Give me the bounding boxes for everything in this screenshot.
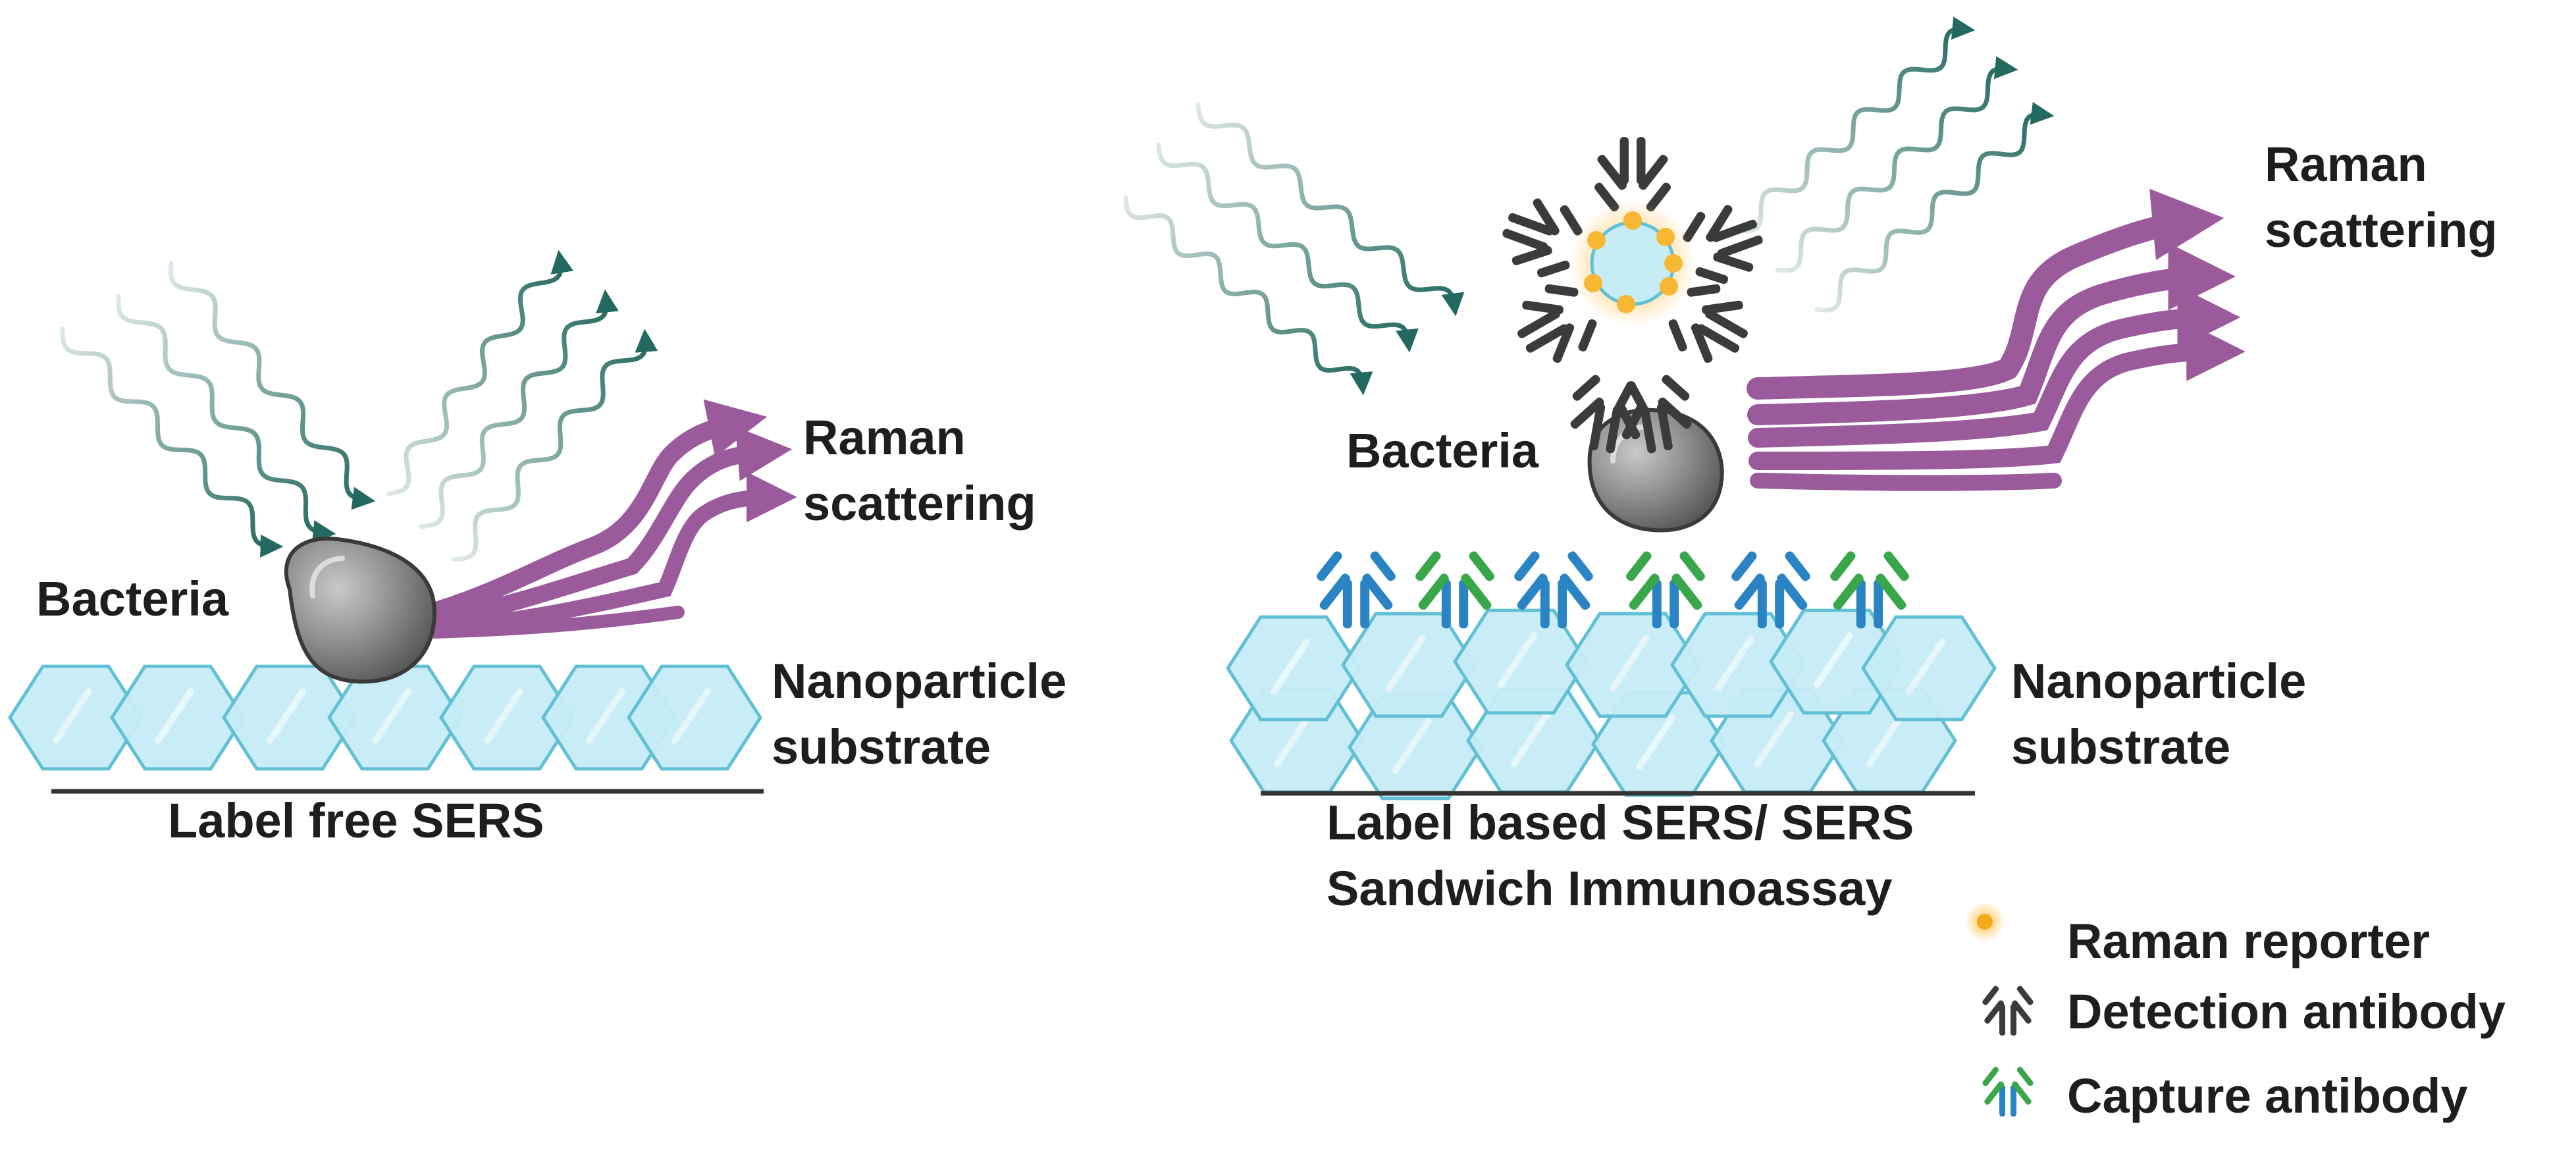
- detection-antibody-right-lower: [1668, 284, 1748, 363]
- right-caption-line1: Label based SERS/ SERS: [1327, 795, 1914, 850]
- raman-reporter-dot-5: [1617, 295, 1635, 313]
- raman-reporter-dot-4: [1623, 211, 1642, 230]
- left-hexagon-6: [627, 664, 762, 771]
- capture-antibody-4: [1731, 551, 1810, 629]
- right-substrate-label-line2: substrate: [2011, 720, 2230, 774]
- capture-antibody-5: [1830, 551, 1909, 629]
- right-substrate-label-line1: Nanoparticle: [2011, 654, 2306, 708]
- left-caption: Label free SERS: [168, 793, 544, 848]
- right-hexagon-12: [1861, 615, 1997, 722]
- left-hexagon-0: [8, 664, 144, 771]
- left-raman-arrows: [412, 399, 797, 639]
- right-bacteria-label: Bacteria: [1346, 423, 1539, 478]
- left-incident-wave-2: [116, 294, 336, 544]
- right-hexagon-11: [1769, 608, 1905, 715]
- right-caption-line2: Sandwich Immunoassay: [1327, 861, 1893, 916]
- left-nanoparticle-substrate: [8, 664, 762, 771]
- detection-antibody-bottom-right: [1614, 375, 1692, 454]
- right-scattered-wave-2: [1775, 56, 2018, 273]
- legend-capture-antibody-shape: [1982, 1067, 2034, 1117]
- left-incident-wave-1: [60, 327, 284, 558]
- left-scattered-wave-3: [452, 329, 658, 562]
- right-hexagon-10: [1670, 612, 1806, 718]
- raman-reporter-dot-1: [1656, 228, 1675, 246]
- left-raman-label-line2: scattering: [803, 476, 1036, 531]
- right-hexagon-6: [1226, 615, 1361, 722]
- left-substrate-label-line2: substrate: [772, 720, 991, 774]
- left-hexagon-5: [541, 664, 677, 771]
- left-hexagon-1: [110, 664, 246, 771]
- right-bacteria: [1587, 408, 1724, 533]
- right-raman-arrows: [1747, 188, 2246, 491]
- raman-reporter-icon: [1965, 902, 2005, 941]
- right-incident-laser-waves: [1123, 103, 1465, 396]
- raman-reporter-dot-0: [1587, 231, 1606, 250]
- left-panel: Bacteria Raman scattering Nanoparticle s…: [8, 250, 1066, 848]
- right-incident-wave-3: [1196, 103, 1465, 317]
- right-scattered-laser-waves: [1735, 16, 2055, 313]
- left-incident-wave-3: [169, 261, 376, 510]
- right-hexagon-9: [1565, 612, 1700, 718]
- right-panel: Bacteria Raman scattering Nanoparticle s…: [1123, 16, 2498, 916]
- right-scattered-wave-3: [1814, 101, 2055, 313]
- raman-reporter-dot-2: [1584, 274, 1602, 292]
- left-scattered-wave-1: [386, 250, 574, 496]
- left-substrate-label-line1: Nanoparticle: [772, 654, 1066, 708]
- detection-antibody-left-upper: [1502, 198, 1583, 278]
- right-scattered-wave-1: [1735, 16, 1976, 234]
- right-raman-label-line2: scattering: [2265, 203, 2498, 257]
- left-bacteria: [284, 537, 437, 684]
- right-incident-wave-2: [1156, 142, 1419, 353]
- right-detection-nanotag: [1502, 137, 1763, 454]
- left-bacteria-label: Bacteria: [36, 571, 229, 626]
- left-scattered-wave-2: [419, 289, 619, 529]
- detection-antibody-left-lower: [1517, 284, 1597, 363]
- detection-antibody-icon: [1982, 986, 2034, 1036]
- right-capture-antibodies: [1317, 551, 1909, 629]
- legend-item-capture-antibody: Capture antibody: [2067, 1069, 2467, 1123]
- legend-item-detection-antibody: Detection antibody: [2067, 984, 2506, 1039]
- right-nanoparticle-substrate: [1226, 608, 1997, 801]
- capture-antibody-0: [1317, 551, 1396, 629]
- left-hexagon-4: [439, 664, 575, 771]
- left-incident-laser-waves: [60, 261, 376, 558]
- capture-antibody-3: [1626, 551, 1705, 629]
- right-incident-wave-1: [1123, 195, 1373, 396]
- raman-reporter-dot-3: [1660, 277, 1678, 296]
- left-hexagon-3: [327, 664, 463, 771]
- detection-antibody-right-upper: [1683, 205, 1763, 284]
- left-raman-label-line1: Raman: [803, 410, 966, 465]
- legend-detection-antibody-shape: [1982, 986, 2034, 1036]
- right-hexagon-7: [1341, 612, 1477, 718]
- left-scattered-laser-waves: [386, 250, 658, 562]
- legend: Raman reporter Detection antibody Captur…: [1965, 902, 2506, 1123]
- capture-antibody-icon: [1982, 1067, 2034, 1117]
- right-hexagon-8: [1453, 608, 1589, 715]
- capture-antibody-1: [1415, 551, 1494, 629]
- capture-antibody-2: [1514, 551, 1593, 629]
- raman-reporter-dot-6: [1664, 254, 1683, 273]
- right-raman-label-line1: Raman: [2265, 137, 2427, 192]
- legend-item-raman-reporter: Raman reporter: [2067, 914, 2430, 968]
